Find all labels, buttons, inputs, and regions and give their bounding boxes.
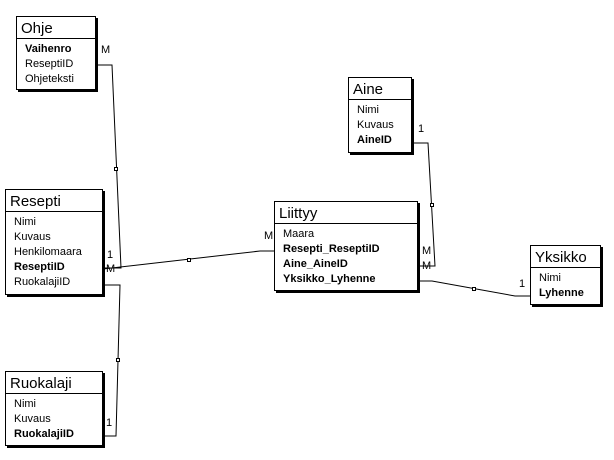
rel-liittyy-yksikko-midpoint bbox=[472, 287, 476, 291]
cardinality-liittyy-many-aine: M bbox=[422, 245, 432, 257]
entity-field: Kuvaus bbox=[357, 119, 394, 131]
entity-field: ReseptiID bbox=[25, 58, 74, 70]
entity-field: Maara bbox=[283, 228, 315, 240]
cardinality-ohje-many: M bbox=[101, 44, 111, 56]
cardinality-resepti-one-ohje: 1 bbox=[107, 249, 114, 261]
key-field: AineID bbox=[357, 134, 392, 146]
rel-ohje-resepti-midpoint bbox=[114, 167, 118, 171]
cardinality-aine-one: 1 bbox=[418, 123, 425, 135]
key-field: Resepti_ReseptiID bbox=[283, 243, 380, 255]
entity-field: Nimi bbox=[357, 104, 379, 116]
key-field: RuokalajiID bbox=[14, 428, 74, 440]
rel-resepti-ruokalaji-midpoint bbox=[116, 358, 120, 362]
entity-field: RuokalajiID bbox=[14, 276, 71, 288]
entity-field: Nimi bbox=[14, 398, 36, 410]
key-field: Vaihenro bbox=[25, 43, 72, 55]
cardinality-liittyy-many-yksikko: M bbox=[422, 260, 432, 272]
rel-resepti-liittyy-midpoint bbox=[187, 258, 191, 262]
entity-field: Nimi bbox=[14, 216, 36, 228]
entity-field: Kuvaus bbox=[14, 231, 51, 243]
entity-field: Henkilomaara bbox=[14, 246, 82, 258]
entity-title: Resepti bbox=[6, 190, 102, 212]
rel-aine-liittyy-midpoint bbox=[430, 203, 434, 207]
entity-field: Kuvaus bbox=[14, 413, 51, 425]
key-field: ReseptiID bbox=[14, 261, 65, 273]
entity-field: Nimi bbox=[539, 272, 561, 284]
cardinality-yksikko-one: 1 bbox=[519, 278, 526, 290]
cardinality-resepti-many-liittyy: M bbox=[106, 263, 116, 275]
entity-field: Ohjeteksti bbox=[25, 73, 74, 85]
key-field: Aine_AineID bbox=[283, 258, 348, 270]
cardinality-ruokalaji-one: 1 bbox=[106, 417, 113, 429]
rel-resepti-liittyy bbox=[102, 250, 277, 270]
entity-title: Yksikko bbox=[531, 246, 600, 268]
entity-title: Liittyy bbox=[275, 202, 417, 224]
key-field: Yksikko_Lyhenne bbox=[283, 273, 376, 285]
cardinality-liittyy-many-resepti: M bbox=[264, 230, 274, 242]
entity-title: Ruokalaji bbox=[6, 372, 102, 394]
entity-title: Ohje bbox=[17, 17, 95, 39]
key-field: Lyhenne bbox=[539, 287, 584, 299]
entity-title: Aine bbox=[349, 78, 411, 100]
